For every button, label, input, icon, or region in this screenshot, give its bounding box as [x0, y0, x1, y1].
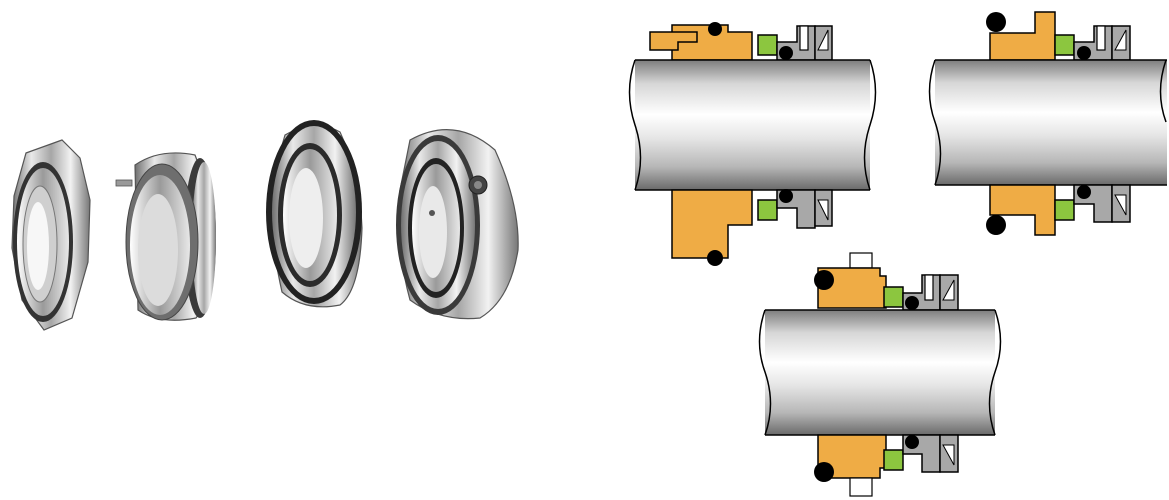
- o-ring: [986, 215, 1006, 235]
- diagram-top-left: [628, 22, 877, 266]
- o-ring: [1077, 185, 1091, 199]
- o-ring: [1077, 46, 1091, 60]
- rotating-seal-body: [396, 129, 519, 320]
- shaft: [628, 59, 877, 191]
- rotating-face-ring: [266, 120, 363, 308]
- shaft: [758, 309, 1002, 436]
- seal-assembly-bottom: [814, 434, 959, 497]
- elastomer-ring: [757, 34, 778, 56]
- seal-assembly-top: [986, 11, 1131, 61]
- o-ring: [814, 270, 834, 290]
- drive-pin: [849, 477, 873, 497]
- seal-assembly-top: [649, 22, 833, 61]
- o-ring: [905, 296, 919, 310]
- stationary-seat-ring: [11, 139, 91, 331]
- seal-assembly-top: [814, 252, 959, 311]
- o-ring: [708, 22, 722, 36]
- o-ring: [779, 189, 793, 203]
- o-ring: [986, 12, 1006, 32]
- diagram-top-right: [928, 11, 1167, 236]
- seal-assembly-bottom: [671, 189, 833, 266]
- diagram-bottom-center: [758, 252, 1002, 497]
- gland-slot: [649, 31, 698, 51]
- o-ring: [905, 435, 919, 449]
- seat-ring: [115, 152, 216, 321]
- o-ring: [779, 46, 793, 60]
- seal-assembly-bottom: [986, 184, 1131, 236]
- drive-pin: [849, 252, 873, 269]
- o-ring: [707, 250, 723, 266]
- product-photo: [11, 120, 519, 331]
- shaft: [928, 59, 1167, 186]
- o-ring: [814, 462, 834, 482]
